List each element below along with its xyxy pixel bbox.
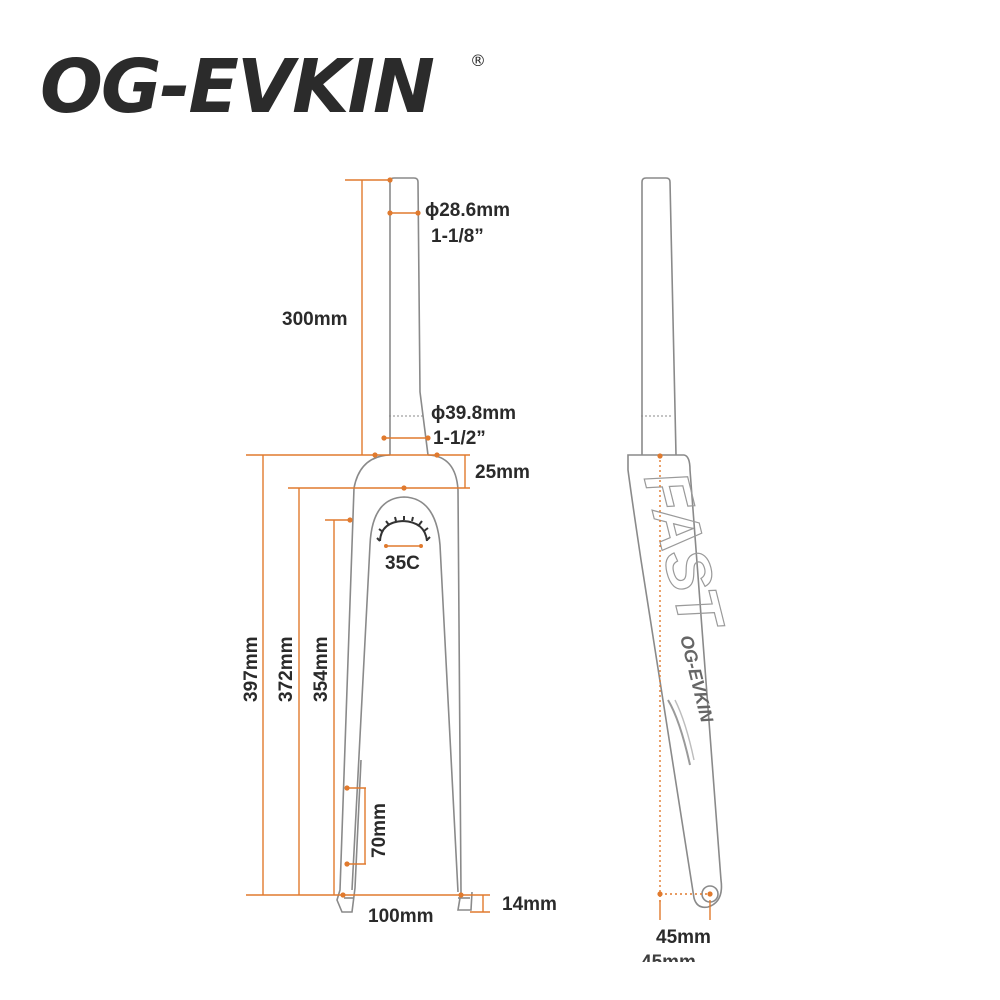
front-dimension-labels: ϕ28.6mm 1-1/8” 300mm ϕ39.8mm 1-1/2” 25mm… [241, 200, 557, 927]
dim-point [387, 210, 393, 216]
label-crown-height: 25mm [475, 462, 530, 483]
front-dimension-points [340, 177, 464, 898]
front-fork-inner-outline [351, 496, 459, 893]
registered-mark: ® [470, 51, 486, 70]
label-top-diameter: ϕ28.6mm [425, 200, 510, 221]
front-fork-outer-outline [336, 454, 473, 913]
leg-graphic-fast: FAST [630, 465, 737, 640]
label-axle-to-crown-inner: 372mm [276, 637, 297, 703]
dim-point [657, 453, 663, 459]
dim-point [372, 452, 378, 458]
label-fork-rake: 45mm [656, 927, 711, 948]
dim-point [434, 452, 440, 458]
side-fork-blade-outline [627, 454, 723, 909]
dim-point [401, 485, 407, 491]
side-leg-graphic: FAST OG-EVKIN [630, 464, 738, 766]
dim-point [344, 785, 350, 791]
dim-point [381, 435, 387, 441]
label-steerer-length: 300mm [282, 309, 348, 330]
leg-graphic-brand: OG-EVKIN [676, 633, 717, 725]
label-leg-length: 354mm [311, 637, 332, 703]
front-view-fork [336, 177, 473, 913]
label-bottom-diameter: ϕ39.8mm [431, 403, 516, 424]
front-steerer-outline [389, 177, 429, 456]
dim-point [425, 435, 431, 441]
label-top-inch: 1-1/8” [431, 226, 484, 247]
label-hub-spacing: 100mm [368, 906, 434, 927]
leg-graphic-swoosh [674, 699, 695, 761]
label-axle-to-crown: 397mm [241, 637, 262, 703]
dim-point [347, 517, 353, 523]
label-dropout-offset: 14mm [502, 894, 557, 915]
front-view-dimensions [246, 179, 490, 913]
brand-logo: OG-EVKIN ® [40, 44, 486, 130]
dim-point [415, 210, 421, 216]
dim-point [387, 177, 393, 183]
ghost-label-mask [630, 962, 730, 976]
dim-point [344, 861, 350, 867]
leg-graphic-swoosh [667, 699, 691, 766]
tire-clearance-teeth [376, 516, 431, 542]
dim-point [340, 892, 346, 898]
dim-point [419, 544, 423, 548]
dim-point [657, 891, 663, 897]
dim-point [707, 891, 713, 897]
label-mount-spacing: 70mm [369, 803, 390, 858]
side-view-dimensions [659, 455, 711, 920]
label-tire-clearance: 35C [385, 553, 420, 574]
dim-point [384, 544, 388, 548]
dim-point [458, 892, 464, 898]
label-bottom-inch: 1-1/2” [433, 428, 486, 449]
brand-logo-text: OG-EVKIN [40, 44, 434, 130]
side-steerer-outline [641, 177, 677, 456]
